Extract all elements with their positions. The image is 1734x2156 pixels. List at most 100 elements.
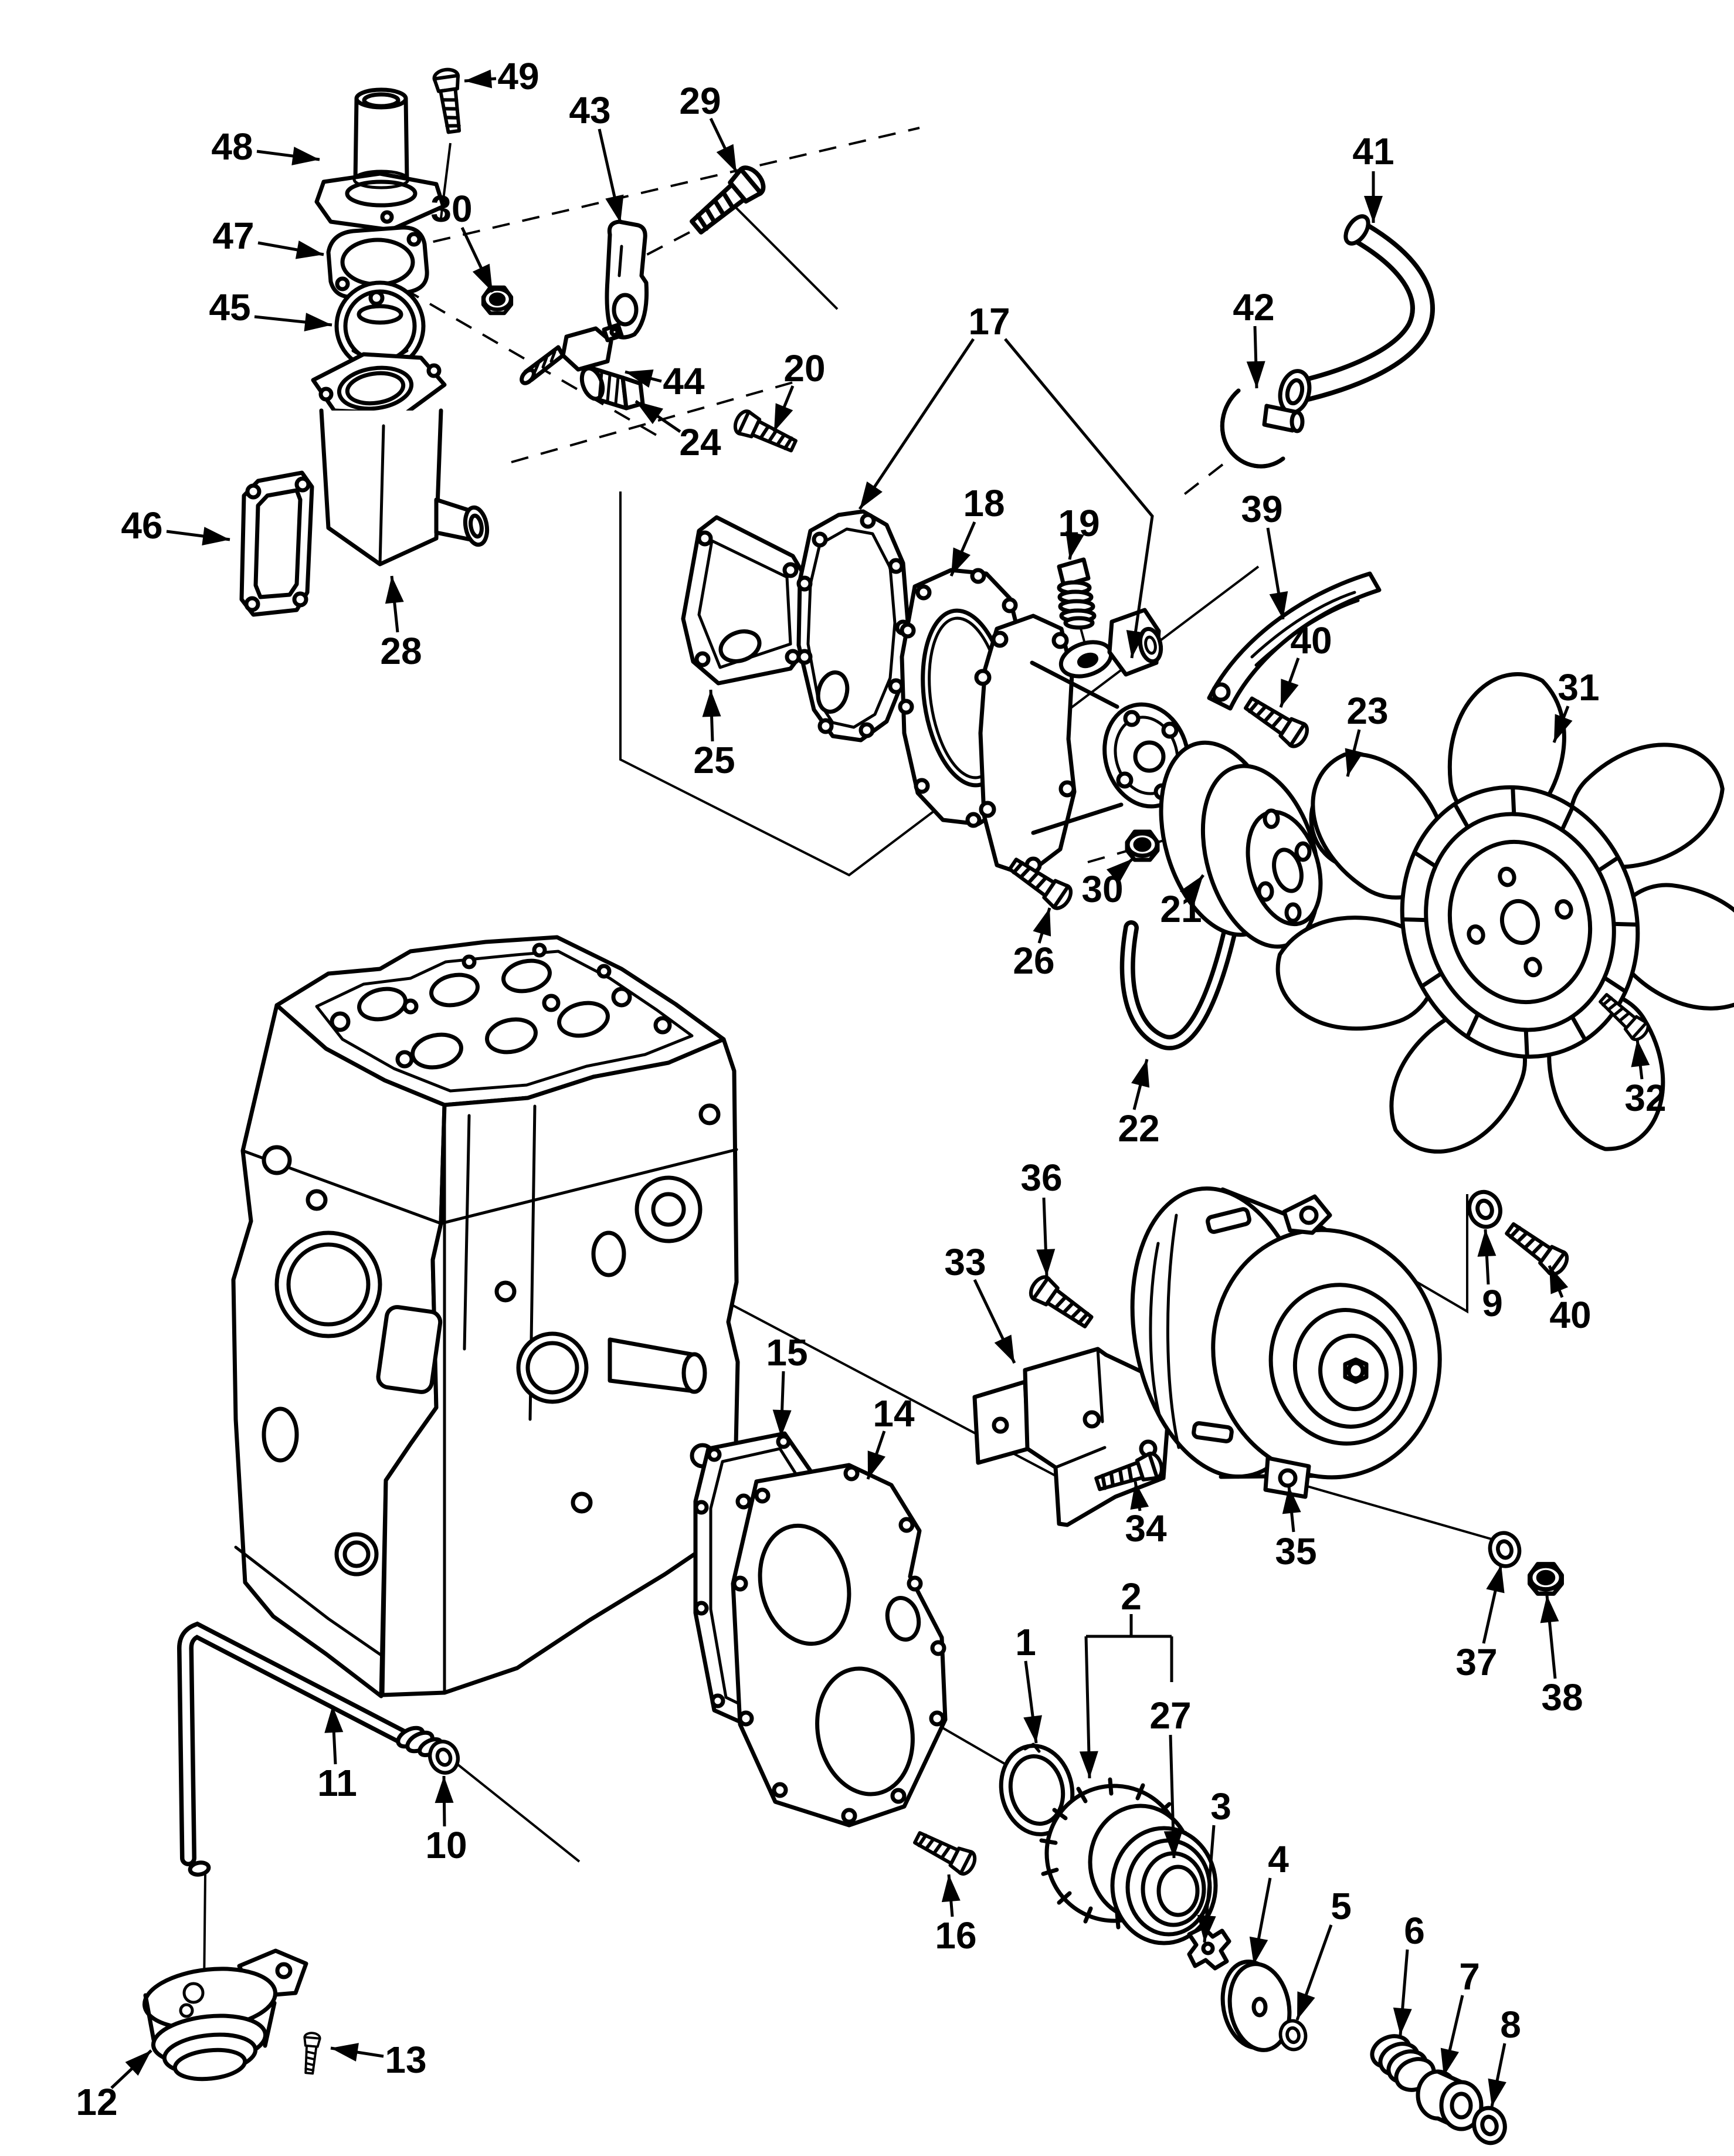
leader-line-14 (866, 1430, 886, 1480)
part-49-bolt (433, 68, 466, 133)
leader-line-31 (1552, 706, 1573, 743)
callout-42: 42 (1233, 286, 1274, 328)
callout-32: 32 (1624, 1077, 1666, 1119)
leader-line-13 (330, 2043, 384, 2062)
part-14-timing-plate (731, 1463, 948, 1828)
callout-25: 25 (693, 739, 735, 781)
callout-19: 19 (1058, 502, 1100, 544)
part-47-gasket (326, 225, 429, 299)
callout-21: 21 (1160, 888, 1202, 930)
callout-9: 9 (1482, 1282, 1503, 1324)
part-30-nut (483, 287, 511, 313)
part-46-gasket (239, 470, 314, 617)
callout-12: 12 (76, 2081, 117, 2123)
leader-line-16 (941, 1874, 961, 1917)
leader-line-49 (464, 69, 497, 89)
callout-15: 15 (766, 1331, 807, 1374)
part-44-temp-sender (520, 323, 624, 385)
part-20-bolt (732, 409, 799, 457)
leader-line-45 (254, 313, 332, 332)
part-41-hose (1278, 214, 1435, 415)
leader-line-17 (858, 338, 975, 510)
leader-line-30 (460, 226, 494, 293)
callout-35: 35 (1275, 1530, 1316, 1572)
leader-line-3 (1197, 1825, 1216, 1943)
leader-line-26 (1033, 907, 1051, 944)
leader-line-20 (772, 385, 795, 432)
part-37-washer (1487, 1530, 1523, 1569)
callout-5: 5 (1331, 1885, 1352, 1927)
leader-line-1 (1023, 1660, 1043, 1744)
part-39-stay (1207, 571, 1382, 711)
leader-line-48 (256, 147, 320, 165)
part-42-hose-clamp (1220, 388, 1305, 469)
part-25-cover-plate (681, 515, 807, 686)
callout-13: 13 (385, 2039, 426, 2081)
leader-line-46 (166, 527, 230, 545)
leader-line-8 (1488, 2043, 1506, 2107)
leader-line-27 (1163, 1734, 1183, 1859)
callout-6: 6 (1404, 1910, 1425, 1952)
callout-28: 28 (380, 630, 422, 672)
part-17-water-pump (974, 608, 1190, 877)
callout-33: 33 (944, 1241, 986, 1283)
leader-line-21 (1179, 874, 1205, 903)
callout-3: 3 (1210, 1785, 1231, 1828)
leader-line-6 (1393, 1949, 1412, 2036)
callout-8: 8 (1500, 2004, 1521, 2046)
leader-line-35 (1282, 1486, 1301, 1533)
leader-line-37 (1482, 1564, 1505, 1644)
leader-line-47 (257, 240, 324, 259)
callout-24: 24 (679, 421, 721, 463)
callout-40: 40 (1549, 1294, 1591, 1336)
callout-44: 44 (663, 360, 705, 402)
part-24-plug (579, 366, 645, 411)
part-40-bolt (1242, 693, 1311, 750)
callout-4: 4 (1268, 1838, 1289, 1880)
callout-48: 48 (211, 126, 253, 168)
leader-line-5 (1295, 1924, 1333, 2021)
part-36-bolt (1027, 1273, 1095, 1332)
leader-line-43 (598, 128, 624, 223)
leader-line-9 (1477, 1229, 1497, 1285)
callout-23: 23 (1346, 690, 1388, 732)
part-9-washer (1465, 1188, 1505, 1230)
part-11-pickup-tube (177, 1621, 443, 1877)
callout-46: 46 (121, 504, 162, 547)
leader-line-28 (385, 575, 404, 633)
part-17-backplate-gasket (796, 509, 911, 743)
callout-38: 38 (1541, 1676, 1583, 1718)
part-3-drive-clip (1187, 1925, 1231, 1971)
part-31-fan (1275, 672, 1734, 1154)
callout-41: 41 (1352, 130, 1394, 172)
callout-45: 45 (209, 286, 250, 328)
leader-line-40 (1279, 657, 1300, 708)
leader-line-22 (1131, 1059, 1150, 1110)
callout-17: 17 (968, 300, 1010, 343)
leader-line-18 (949, 521, 976, 577)
callout-47: 47 (212, 215, 254, 257)
part-43-lever-bracket (605, 219, 649, 340)
callout-2: 2 (1121, 1575, 1142, 1618)
callout-37: 37 (1455, 1641, 1497, 1683)
leader-line-24 (634, 399, 681, 433)
part-13-bolt (300, 2031, 322, 2075)
callout-36: 36 (1020, 1157, 1062, 1199)
part-7-bushing (1416, 2069, 1484, 2131)
callout-7: 7 (1459, 1955, 1480, 1998)
callout-26: 26 (1013, 940, 1054, 982)
part-22-fan-belt (1119, 857, 1250, 1050)
callout-18: 18 (963, 482, 1005, 524)
part-40-bolt (1502, 1219, 1570, 1278)
callout-1: 1 (1015, 1621, 1036, 1663)
leader-line-23 (1345, 729, 1363, 777)
part-38-nut (1530, 1564, 1562, 1594)
leader-line-36 (1036, 1197, 1056, 1277)
callout-22: 22 (1118, 1107, 1159, 1150)
leader-line-33 (973, 1279, 1016, 1364)
part-1-seal (999, 1743, 1075, 1836)
leader-line-12 (110, 2049, 152, 2089)
